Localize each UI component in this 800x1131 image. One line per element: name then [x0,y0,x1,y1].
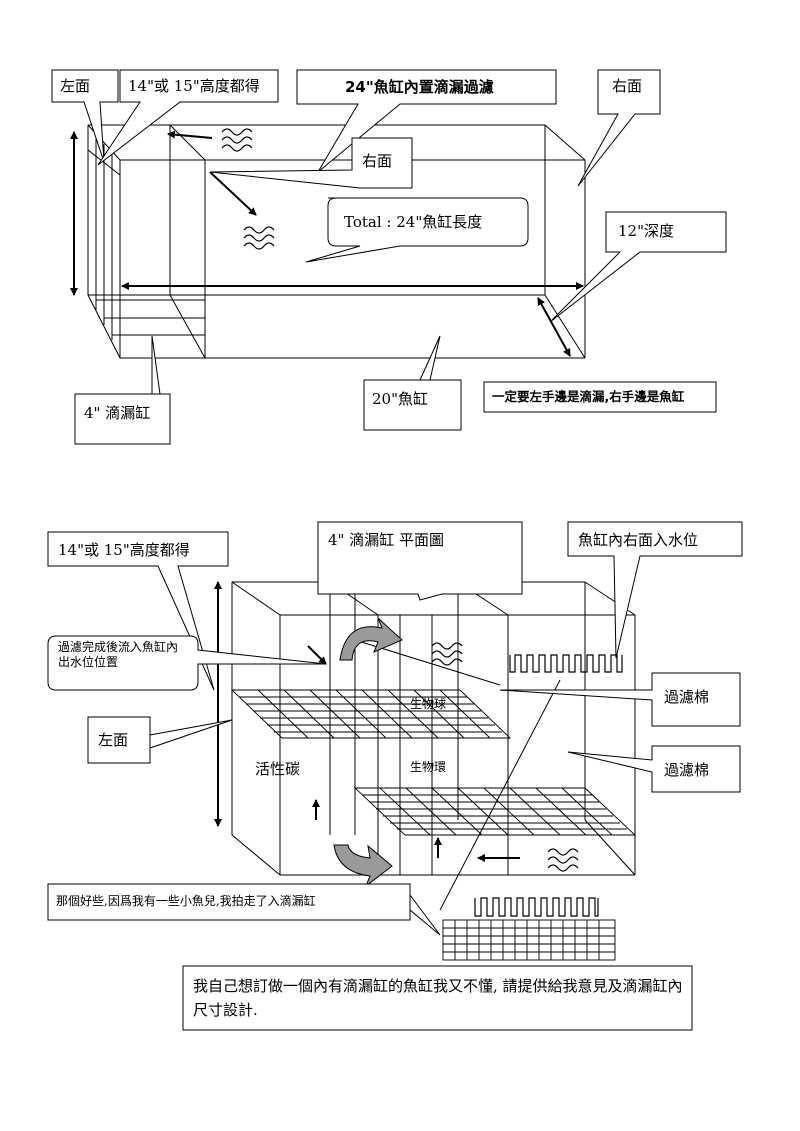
mesh-sample [442,919,616,961]
label-filter-wool-2: 過濾棉 [664,761,710,779]
label-carbon: 活性碳 [255,760,301,778]
mesh-plates [230,689,637,836]
wave-icon [431,642,579,872]
label-filter-wool-1: 過濾棉 [664,688,710,706]
label-bio-balls: 生物球 [410,697,447,711]
filter-comb [474,654,623,917]
label-right-face-top: 右面 [612,77,643,95]
request-note: 我自己想訂做一個內有滴漏缸的魚缸我又不懂, 請提供給我意見及滴漏缸內尺寸設計. [193,977,683,1019]
small-fish-note: 那個好些,因爲我有一些小魚兒,我拍走了入滴漏缸 [56,894,316,908]
label-height-note-bottom: 14"或 15"高度都得 [58,541,190,559]
label-height-note: 14"或 15"高度都得 [128,77,260,95]
label-inlet: 魚缸內右面入水位 [578,531,699,549]
bottom-callouts [47,521,743,1031]
bottom-arrows [214,581,520,862]
label-bio-rings: 生物環 [410,760,447,774]
plan-title: 4" 滴漏缸 平面圖 [328,531,444,549]
label-outlet: 過濾完成後流入魚缸內出水位位置 [58,640,179,669]
label-drip-tank: 4" 滴漏缸 [84,404,151,422]
diagram-title: 24"魚缸內置滴漏過濾 [345,78,494,96]
label-fish-tank: 20"魚缸 [372,390,428,408]
bottom-tank [231,581,636,876]
label-left-face: 左面 [60,77,91,95]
orientation-note: 一定要左手邊是滴漏,右手邊是魚缸 [492,389,685,404]
wave-icon [221,128,275,250]
top-callouts [51,69,727,445]
label-right-face-inner: 右面 [362,152,393,170]
label-left-face-bottom: 左面 [98,731,129,749]
label-depth: 12"深度 [618,222,674,240]
flow-arrows [333,617,403,888]
label-total-length: Total : 24"魚缸長度 [344,213,483,231]
top-arrows [70,130,584,357]
